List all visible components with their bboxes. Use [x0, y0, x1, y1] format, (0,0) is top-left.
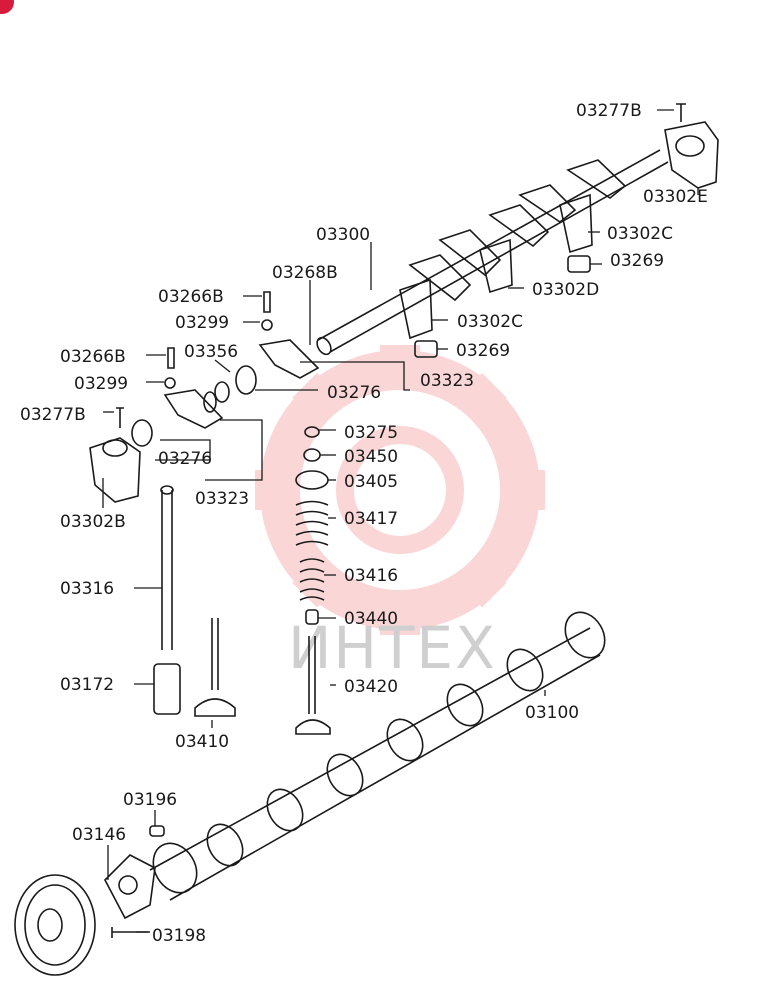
- label-03276-left: 03276: [158, 449, 212, 469]
- label-03198: 03198: [152, 926, 206, 946]
- label-03450: 03450: [344, 447, 398, 467]
- watermark-logo: [255, 345, 545, 635]
- rocker-shaft-drawing: [89, 103, 719, 503]
- label-03275: 03275: [344, 423, 398, 443]
- label-03302e: 03302E: [643, 187, 708, 207]
- label-03196: 03196: [123, 790, 177, 810]
- label-03316: 03316: [60, 579, 114, 599]
- label-03100: 03100: [525, 703, 579, 723]
- label-03299-left: 03299: [74, 374, 128, 394]
- label-03440: 03440: [344, 609, 398, 629]
- label-03276-right: 03276: [327, 383, 381, 403]
- label-03410: 03410: [175, 732, 229, 752]
- label-03277b-left: 03277B: [20, 405, 86, 425]
- label-03405: 03405: [344, 472, 398, 492]
- label-03323-left: 03323: [195, 489, 249, 509]
- label-03266b-left: 03266B: [60, 347, 126, 367]
- label-03269-mid: 03269: [456, 341, 510, 361]
- label-03302c-top: 03302C: [607, 224, 673, 244]
- label-03417: 03417: [344, 509, 398, 529]
- label-03266b-top: 03266B: [158, 287, 224, 307]
- valve-train-drawing: [153, 426, 331, 735]
- label-03302d: 03302D: [532, 280, 599, 300]
- label-03302b: 03302B: [60, 512, 126, 532]
- label-03268b: 03268B: [272, 263, 338, 283]
- label-03420: 03420: [344, 677, 398, 697]
- watermark-text: ИНТЕХ: [288, 614, 497, 682]
- part-labels: 03277B 03302E 03302C 03300 03268B 03269 …: [20, 101, 708, 946]
- label-03277b-top: 03277B: [576, 101, 642, 121]
- label-03416: 03416: [344, 566, 398, 586]
- label-03269-top: 03269: [610, 251, 664, 271]
- camshaft-drawing: [14, 611, 606, 976]
- label-03356: 03356: [184, 342, 238, 362]
- label-03323-right: 03323: [420, 371, 474, 391]
- leader-lines: [102, 109, 699, 933]
- label-03146: 03146: [72, 825, 126, 845]
- label-03172: 03172: [60, 675, 114, 695]
- label-03299-top: 03299: [175, 313, 229, 333]
- label-03302c-mid: 03302C: [457, 312, 523, 332]
- label-03300: 03300: [316, 225, 370, 245]
